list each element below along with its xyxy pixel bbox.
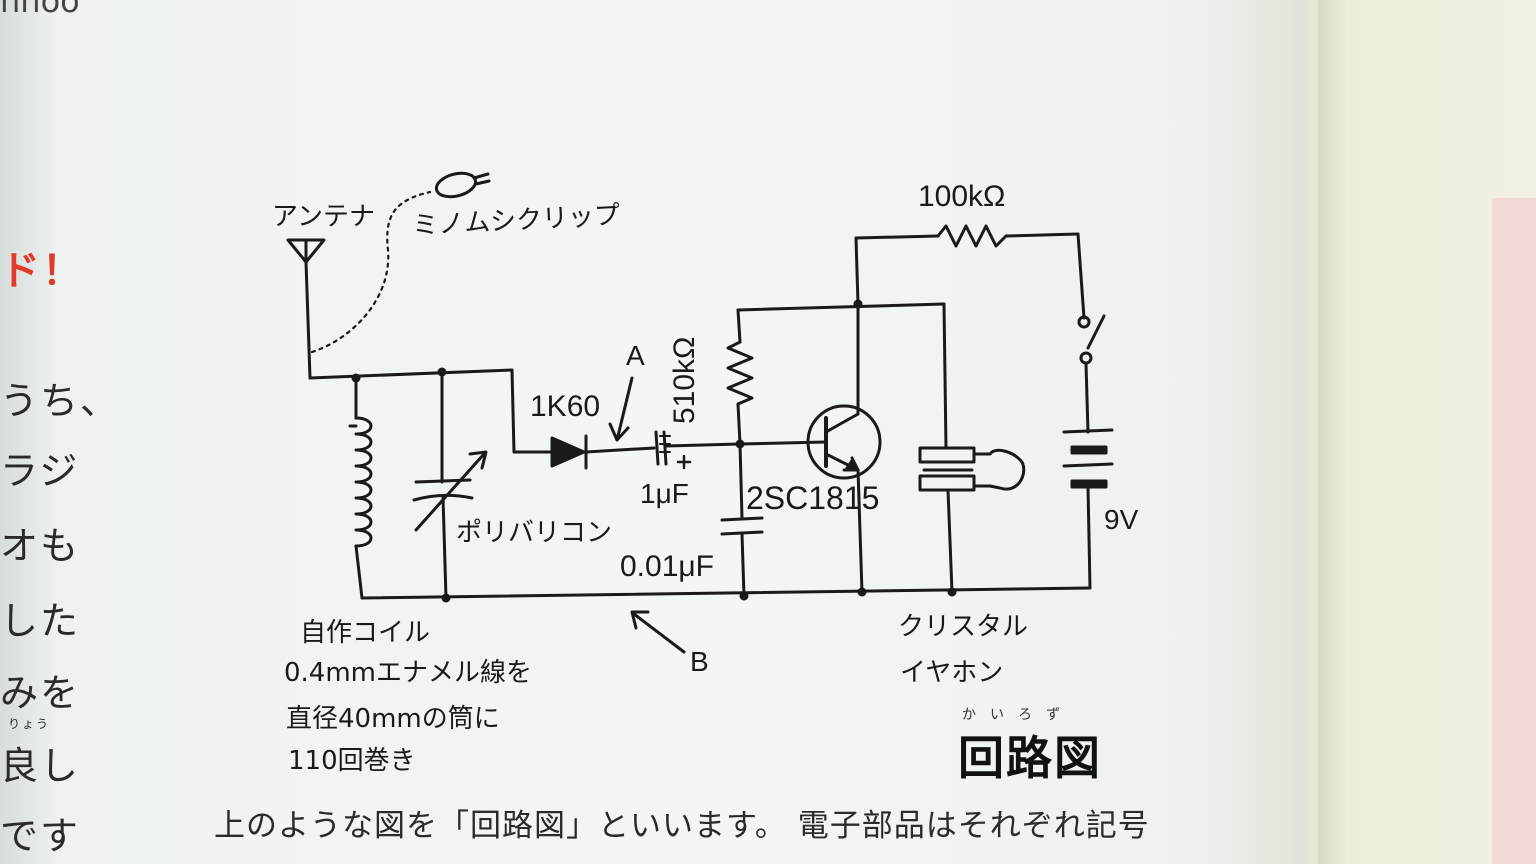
switch-symbol [1077, 314, 1106, 434]
junction-dot [739, 591, 749, 601]
page-title: 回路図 [958, 731, 1102, 785]
coil-line1-label: 0.4mmエナメル線を [284, 658, 533, 688]
capacitor-001u-symbol [720, 442, 764, 598]
coil-title-label: 自作コイル [300, 618, 431, 648]
junction-dot [441, 593, 451, 603]
coil-line2-label: 直径40mmの筒に [286, 704, 500, 734]
resistor-510k-symbol [726, 308, 754, 446]
pink-sidebar-box [1492, 198, 1536, 864]
junction-dots [351, 299, 957, 603]
wire-top-mid [736, 302, 946, 312]
capacitor-1u-label: 1μF [640, 478, 689, 509]
side-line-2: ラジ [0, 449, 80, 493]
clip-symbol [434, 171, 491, 199]
side-line-ruby: りょう [8, 717, 51, 731]
junction-dot [853, 299, 863, 309]
junction-dot [735, 439, 745, 449]
arrow-b [632, 612, 686, 654]
antenna-label: アンテナ [272, 202, 375, 232]
wire-down-to-diode [510, 368, 516, 454]
earphone-line1-label: クリスタル [898, 612, 1029, 642]
point-b-label: B [690, 646, 709, 677]
clip-lead [310, 190, 432, 354]
coil-symbol [348, 376, 373, 600]
varicon-label: ポリバリコン [456, 518, 613, 548]
wire-to-earphone [942, 302, 948, 450]
junction-dot [947, 587, 957, 597]
crystal-earphone-symbol [918, 446, 1026, 594]
point-a-label: A [626, 340, 645, 371]
variable-capacitor-symbol [412, 370, 488, 600]
side-line-7: です [0, 814, 81, 858]
side-line-5: みを [0, 671, 81, 715]
capacitor-001u-label: 0.01μF [620, 550, 714, 583]
resistor-510k-label: 510kΩ [668, 336, 701, 424]
banner-text: nnoo [0, 0, 80, 20]
coil-line3-label: 110回巻き [288, 746, 416, 776]
wire-bottom [360, 586, 1092, 600]
wire-to-100k [854, 236, 860, 306]
transistor-label: 2SC1815 [746, 480, 880, 516]
diode-symbol [550, 434, 656, 470]
battery-symbol [1062, 428, 1114, 590]
side-line-4: した [0, 599, 81, 643]
diode-label: 1K60 [530, 390, 601, 423]
resistor-100k-symbol [936, 224, 1008, 248]
transistor-symbol [738, 302, 882, 594]
headline-fragment: ド！ [0, 248, 84, 294]
earphone-line2-label: イヤホン [900, 658, 1004, 688]
side-line-6: 良し [0, 744, 81, 788]
side-line-3: オも [0, 524, 81, 568]
wire-top-left [308, 368, 514, 380]
junction-dot [437, 367, 447, 377]
arrow-a [616, 376, 634, 438]
antenna-symbol [286, 238, 326, 380]
side-line-1: うち、 [0, 379, 121, 423]
junction-dot [351, 373, 361, 383]
battery-label: 9V [1104, 504, 1139, 535]
body-text: 上のような図を「回路図」といいます。 電子部品はそれぞれ記号 [214, 808, 1150, 844]
resistor-100k-label: 100kΩ [918, 180, 1006, 213]
heading-ruby: かいろず [962, 707, 1074, 723]
electrolytic-capacitor-symbol [654, 430, 742, 470]
top-banner: nnoo [0, 0, 120, 20]
junction-dot [857, 587, 867, 597]
